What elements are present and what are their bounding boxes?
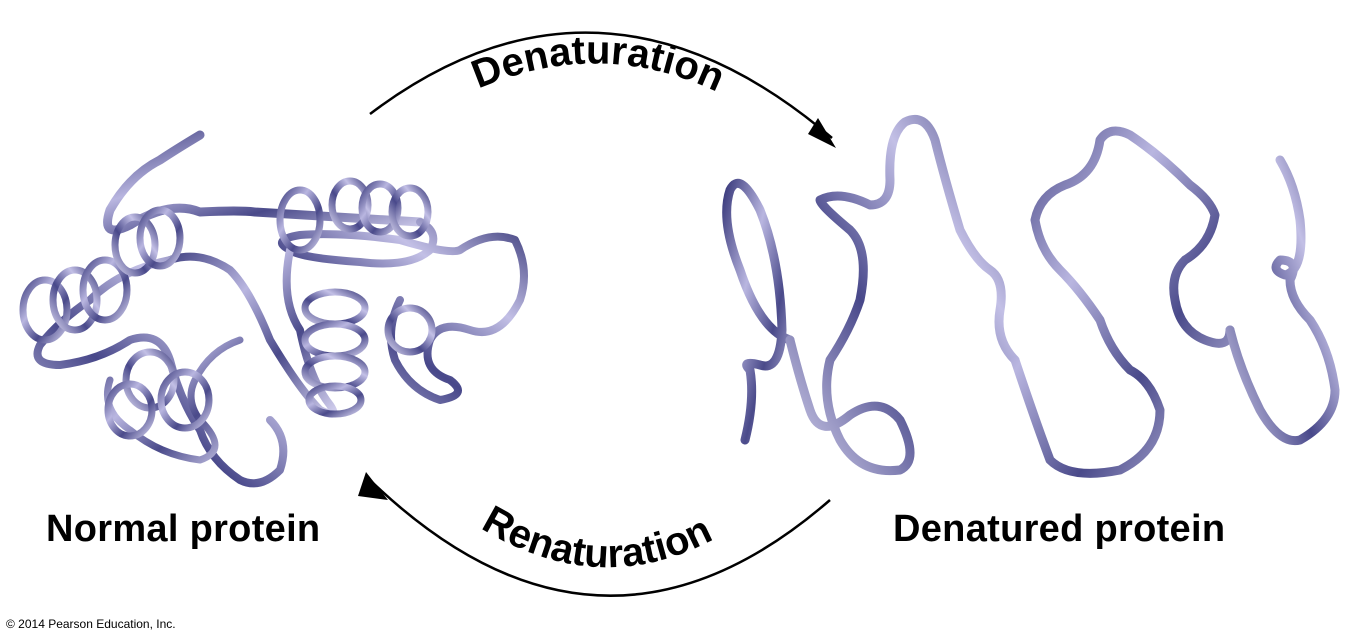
denaturation-label: Denaturation [466,28,731,100]
renaturation-label: Renaturation [476,497,719,576]
normal-protein-ribbon [19,130,528,488]
renaturation-arrowhead [358,472,388,500]
denaturation-arrow [369,31,833,139]
renaturation-arrow [371,481,831,597]
normal-protein-caption: Normal protein [46,508,321,550]
denatured-protein-ribbon [722,114,1340,478]
denatured-protein-caption: Denatured protein [893,508,1226,550]
denaturation-arrowhead [808,118,836,148]
copyright-notice: © 2014 Pearson Education, Inc. [6,617,176,631]
